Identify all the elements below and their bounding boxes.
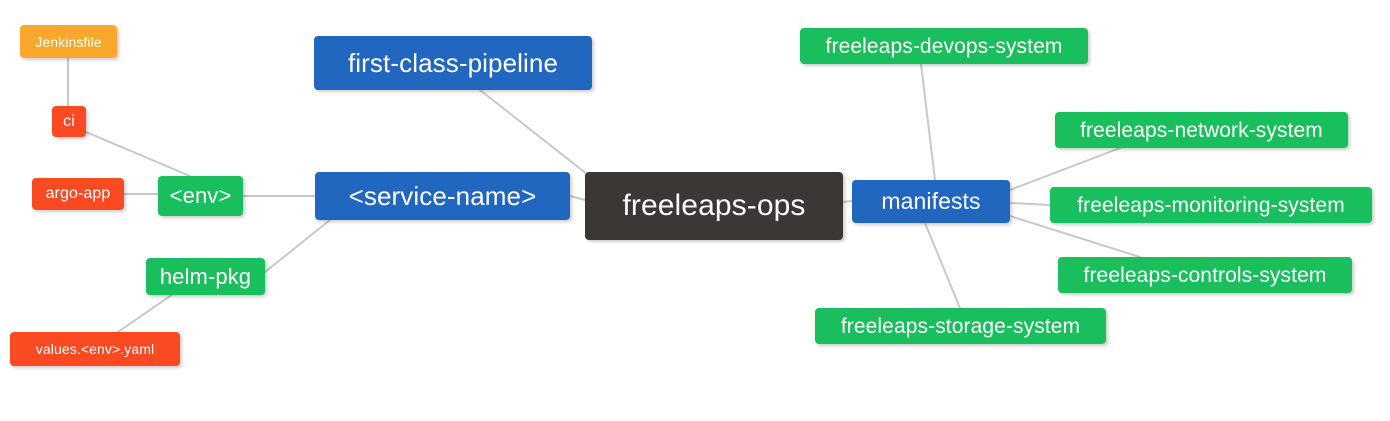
mindmap-node-values[interactable]: values.<env>.yaml (10, 332, 180, 366)
mindmap-node-devops[interactable]: freeleaps-devops-system (800, 28, 1088, 64)
mindmap-node-monitoring[interactable]: freeleaps-monitoring-system (1050, 187, 1372, 223)
mindmap-node-argoapp[interactable]: argo-app (32, 178, 124, 210)
edge-env-to-ci (85, 131, 191, 177)
edge-manifests-to-devops (920, 63, 936, 181)
mindmap-node-storage[interactable]: freeleaps-storage-system (815, 308, 1106, 344)
edge-service-to-helm (264, 219, 331, 273)
edge-manifests-to-network (1009, 147, 1121, 191)
mindmap-node-pipeline[interactable]: first-class-pipeline (314, 36, 592, 90)
edge-helm-to-values (117, 293, 174, 333)
mindmap-node-jenkinsfile[interactable]: Jenkinsfile (20, 25, 117, 58)
edge-root-to-service (569, 195, 586, 201)
mindmap-node-helm[interactable]: helm-pkg (146, 258, 265, 295)
mindmap-node-network[interactable]: freeleaps-network-system (1055, 112, 1348, 148)
mindmap-node-controls[interactable]: freeleaps-controls-system (1058, 257, 1352, 293)
edge-manifests-to-monitoring (1009, 202, 1051, 206)
mindmap-node-service[interactable]: <service-name> (315, 172, 570, 220)
mindmap-node-ci[interactable]: ci (52, 106, 86, 137)
edge-root-to-manifests (842, 200, 853, 203)
edge-root-to-pipeline (479, 89, 593, 179)
edge-manifests-to-storage (924, 222, 961, 309)
mindmap-node-env[interactable]: <env> (158, 176, 243, 216)
mindmap-node-manifests[interactable]: manifests (852, 180, 1010, 223)
mindmap-node-root[interactable]: freeleaps-ops (585, 172, 843, 240)
